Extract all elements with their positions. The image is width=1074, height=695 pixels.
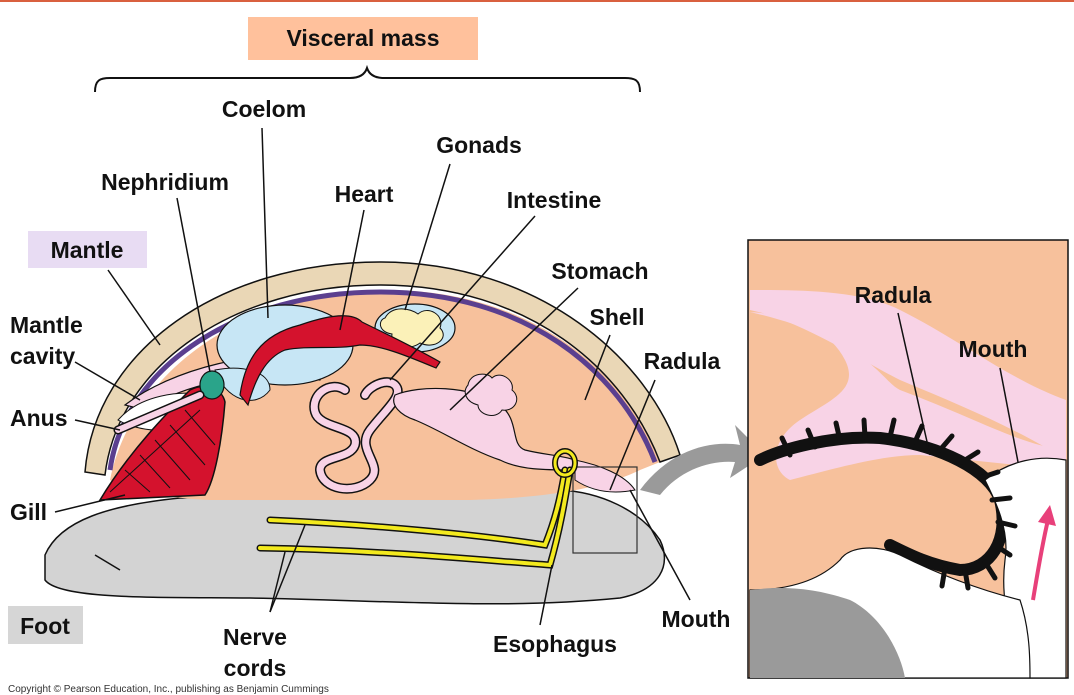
label-nerve-cords-line1: Nerve	[223, 624, 287, 650]
intestine-fill	[310, 378, 402, 493]
leader-lines	[54, 127, 1019, 626]
heart-shape	[239, 315, 441, 407]
anus-tube-fill	[115, 392, 203, 433]
label-inset-radula: Radula	[855, 282, 932, 308]
label-anus: Anus	[10, 405, 68, 431]
label-gill: Gill	[10, 499, 47, 525]
label-heart: Heart	[335, 181, 394, 207]
label-radula: Radula	[644, 348, 721, 374]
inset-locator-box	[572, 466, 638, 554]
label-gonads: Gonads	[436, 132, 522, 158]
label-nerve-cords-line2: cords	[224, 655, 287, 681]
nerve-cords	[256, 448, 578, 569]
label-visceral-mass: Visceral mass	[286, 25, 439, 51]
zoom-arrow	[640, 425, 765, 495]
foot-shape	[44, 489, 666, 605]
digestive-gland	[464, 373, 518, 416]
label-foot: Foot	[20, 613, 70, 639]
mouth-region	[574, 459, 636, 493]
mantle-box	[28, 231, 147, 268]
foot-box	[8, 606, 83, 644]
label-mantle-cavity-line2: cavity	[10, 343, 75, 369]
label-stomach: Stomach	[551, 258, 648, 284]
label-mantle-cavity-line1: Mantle	[10, 312, 83, 338]
label-shell: Shell	[590, 304, 645, 330]
nephridium-shape	[199, 370, 225, 400]
visceral-mass-box	[248, 17, 478, 60]
label-inset-mouth: Mouth	[959, 336, 1028, 362]
top-border	[0, 0, 1074, 2]
mantle-line	[107, 289, 658, 471]
label-nephridium: Nephridium	[101, 169, 229, 195]
copyright-notice: Copyright © Pearson Education, Inc., pub…	[8, 684, 329, 695]
label-esophagus: Esophagus	[493, 631, 617, 657]
label-coelom: Coelom	[222, 96, 306, 122]
label-mantle: Mantle	[51, 237, 124, 263]
gill-lamellae	[109, 409, 216, 493]
label-intestine: Intestine	[507, 187, 602, 213]
radula-inset	[747, 239, 1069, 679]
shell-shape	[84, 261, 681, 476]
label-mouth: Mouth	[662, 606, 731, 632]
visceral-mass-brace	[94, 64, 641, 93]
